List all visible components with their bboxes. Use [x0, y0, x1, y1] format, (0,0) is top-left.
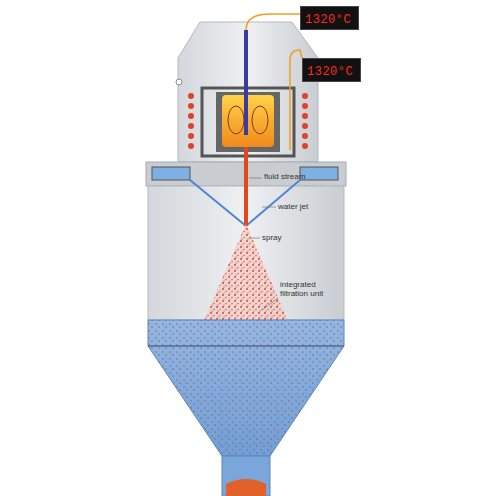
temperature-reading: 1320°C: [307, 65, 353, 79]
part-label: integrated filtration unit: [280, 280, 342, 298]
temperature-reading: 1320°C: [305, 13, 351, 27]
temperature-display: 1320°C: [300, 6, 359, 30]
part-label: fluid stream: [264, 172, 305, 181]
part-label: water jet: [278, 202, 308, 211]
part-label: spray: [262, 233, 282, 242]
temperature-display: 1320°C: [302, 58, 361, 82]
